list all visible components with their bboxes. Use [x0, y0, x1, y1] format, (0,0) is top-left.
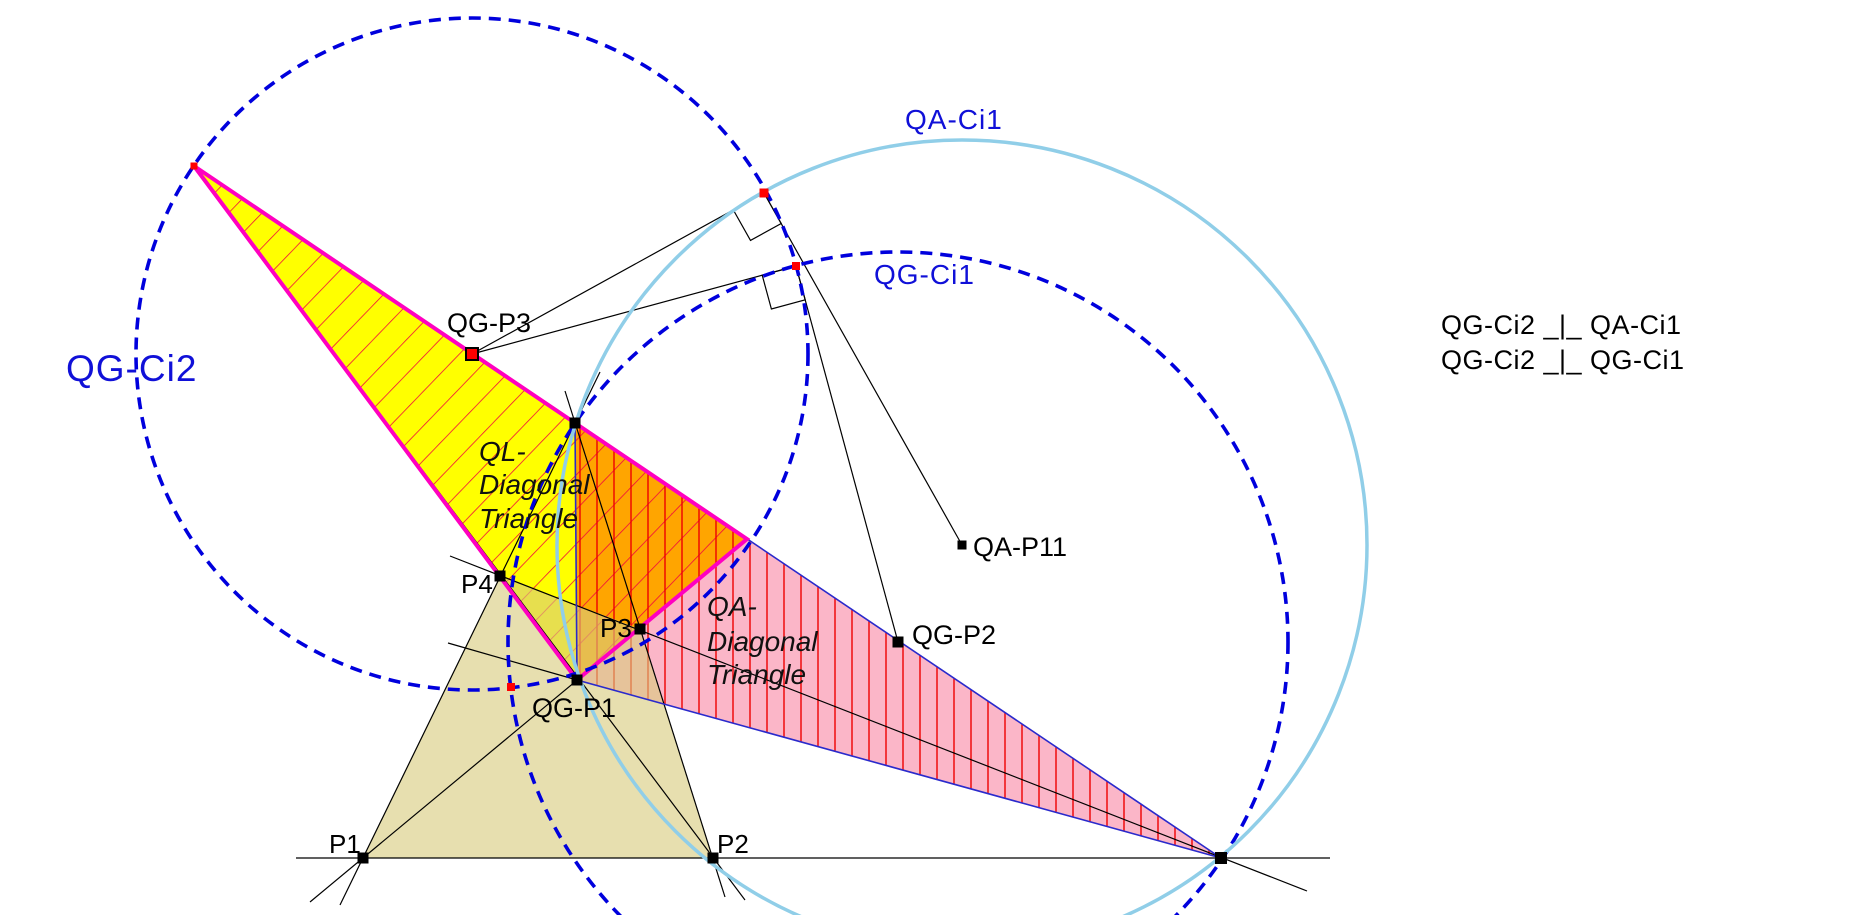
label-qg-p3: QG-P3 [447, 308, 531, 338]
label-qa-ci1: QA-Ci1 [905, 104, 1003, 135]
line-r-qgp1-extension [447, 642, 578, 681]
radius-qgci2-to-qaci1-intersection [471, 192, 765, 355]
point-p1 [357, 852, 369, 864]
label-ql-line2: Diagonal [479, 469, 590, 500]
perpendicularity-annotations: QG-Ci2 _|_ QA-Ci1 QG-Ci2 _|_ QG-Ci1 [1441, 310, 1685, 375]
point-intersection-qgci2-qaci1 [759, 188, 769, 198]
point-p4 [494, 570, 506, 582]
point-p3 [634, 623, 646, 635]
point-intersection-qgci2-qgci1-lower [507, 683, 515, 691]
label-qa-line3: Triangle [707, 659, 806, 690]
point-p2 [707, 852, 719, 864]
point-qg-p2 [892, 636, 904, 648]
point-j1-diagonal [569, 417, 581, 429]
label-qg-ci2: QG-Ci2 [66, 348, 197, 389]
quadrilateral-p1p2p3p4 [363, 576, 713, 858]
label-qa-line2: Diagonal [707, 626, 818, 657]
label-qg-ci1: QG-Ci1 [874, 259, 975, 290]
label-p2: P2 [717, 829, 749, 859]
line-p1-p4-j1 [339, 371, 601, 906]
point-markers [190, 162, 1227, 864]
point-intersection-qgci2-qgci1-upper [792, 262, 800, 270]
label-qg-p2: QG-P2 [912, 620, 996, 650]
point-r-diagonal [1215, 852, 1227, 864]
point-qg-p1 [571, 674, 583, 686]
right-angle-mark-qaci1 [732, 192, 783, 242]
circle-qa-ci1 [555, 138, 1369, 915]
label-qa-line1: QA- [707, 591, 757, 622]
label-ql-diagonal-triangle: QL- Diagonal Triangle [479, 436, 590, 534]
label-qa-p11: QA-P11 [973, 532, 1067, 562]
line-p3-p4-extended [449, 555, 1308, 892]
annotation-line2: QG-Ci2 _|_ QG-Ci1 [1441, 345, 1685, 375]
label-p4: P4 [461, 569, 493, 599]
point-qa-p11 [957, 540, 967, 550]
radius-qgci1 [795, 265, 899, 643]
annotation-line1: QG-Ci2 _|_ QA-Ci1 [1441, 310, 1682, 340]
label-qa-diagonal-triangle: QA- Diagonal Triangle [707, 591, 818, 690]
label-p1: P1 [329, 829, 361, 859]
label-p3: P3 [600, 613, 632, 643]
construction-lines [193, 165, 1330, 906]
circle-qg-ci2 [134, 16, 810, 692]
point-ql-vertex-t [190, 162, 198, 170]
label-ql-line1: QL- [479, 436, 526, 467]
point-qg-p3 [465, 347, 479, 361]
label-qg-p1: QG-P1 [532, 693, 616, 723]
circle-qg-ci1 [506, 250, 1290, 915]
label-ql-line3: Triangle [479, 503, 578, 534]
radius-qaci1 [763, 192, 963, 546]
